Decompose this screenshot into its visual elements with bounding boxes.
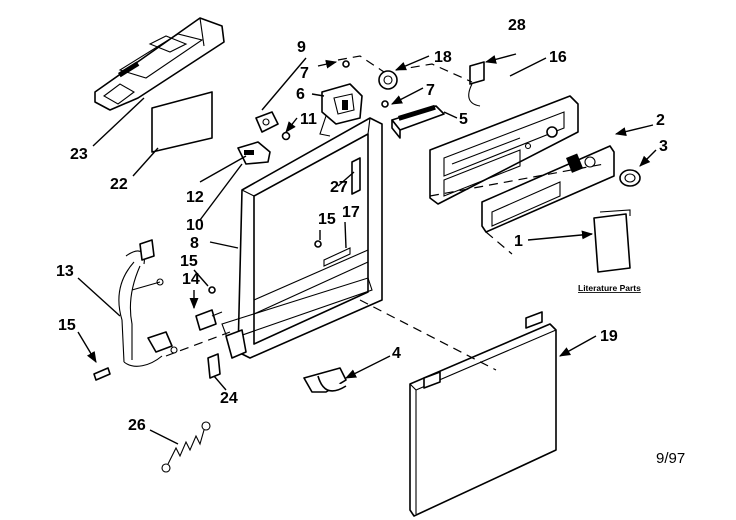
literature-booklet-part [593, 209, 631, 273]
callout-18: 18 [434, 49, 452, 66]
alignment-lines [165, 55, 605, 371]
callout-11: 11 [300, 111, 317, 128]
callout-23: 23 [70, 146, 88, 163]
callout-16: 16 [549, 49, 567, 66]
callout-6: 6 [296, 86, 305, 103]
callout-5: 5 [459, 111, 468, 128]
door-latch-assembly-part [319, 60, 398, 137]
callout-15-center: 15 [318, 211, 336, 228]
outer-door-panel-part [409, 311, 557, 517]
callout-9: 9 [297, 39, 306, 56]
door-frame-part [221, 117, 383, 359]
callout-13: 13 [56, 263, 74, 280]
callout-3: 3 [659, 138, 668, 155]
callout-17: 17 [342, 204, 360, 221]
callout-8: 8 [190, 235, 199, 252]
callout-27: 27 [330, 179, 348, 196]
console-panel-part [481, 145, 615, 233]
literature-parts-label: Literature Parts [578, 283, 641, 293]
screw-part [93, 367, 111, 381]
callout-28: 28 [508, 17, 526, 34]
control-panel-part [429, 95, 579, 205]
latch-bracket-part [237, 111, 291, 165]
callout-7-top: 7 [300, 65, 309, 82]
callout-14: 14 [182, 271, 200, 288]
callout-10: 10 [186, 217, 204, 234]
knob-part [619, 169, 641, 187]
callout-15-left: 15 [180, 253, 198, 270]
wire-harness-part [118, 239, 178, 367]
clip-part [207, 353, 221, 379]
callout-numbers: 28 16 9 18 7 6 7 11 5 2 3 23 22 12 27 10… [56, 17, 668, 434]
wire-connector-part [468, 61, 485, 107]
door-spring-part [161, 421, 211, 473]
callout-26: 26 [128, 417, 146, 434]
insulation-panel-part [151, 91, 213, 153]
callout-19: 19 [600, 328, 618, 345]
switch-block-part [381, 100, 445, 139]
vent-cover-part [94, 17, 225, 111]
callout-24: 24 [220, 390, 238, 407]
leader-lines [77, 53, 657, 445]
hinge-bracket-part [303, 367, 347, 393]
callout-1: 1 [514, 233, 523, 250]
door-switch-part [195, 286, 223, 331]
callout-7-right: 7 [426, 82, 435, 99]
date-code: 9/97 [656, 450, 685, 467]
callout-15-bottom: 15 [58, 317, 76, 334]
callout-22: 22 [110, 176, 128, 193]
callout-12: 12 [186, 189, 204, 206]
callout-2: 2 [656, 112, 665, 129]
callout-4: 4 [392, 345, 401, 362]
